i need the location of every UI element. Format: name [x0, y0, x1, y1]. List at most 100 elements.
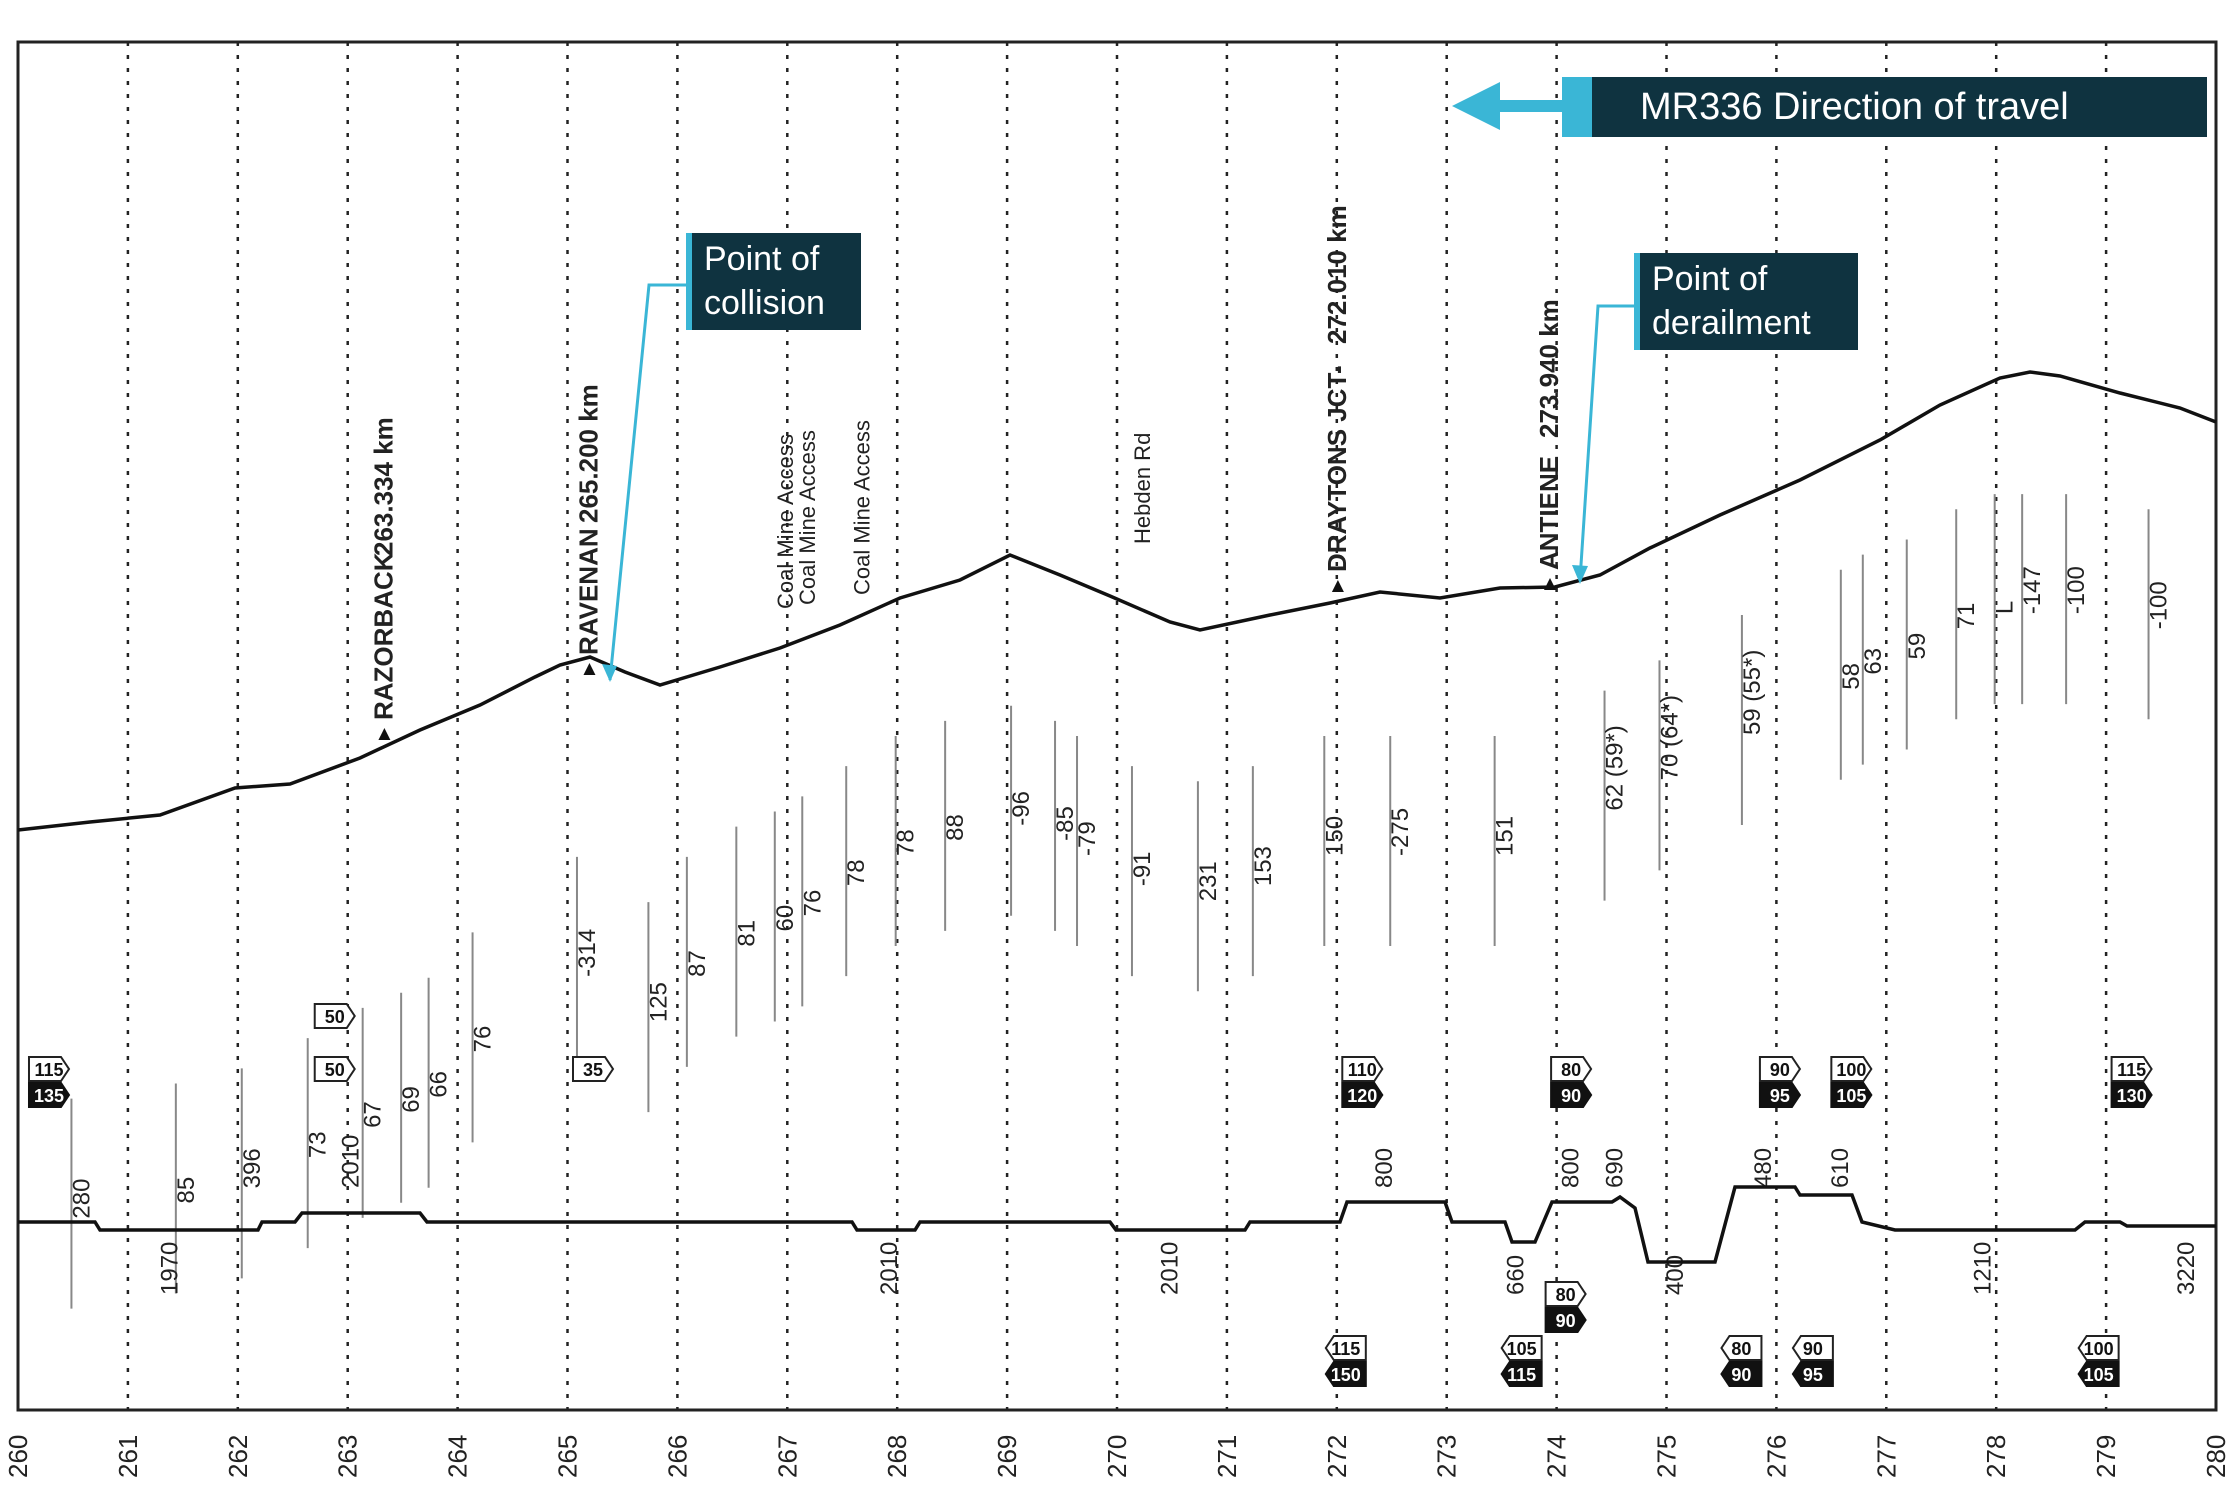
direction-of-travel-text: MR336 Direction of travel	[1640, 86, 2069, 128]
speed-board-value: 100	[2084, 1339, 2114, 1359]
station-km-label: 265.200 km	[573, 384, 603, 523]
km-tick-label: 278	[1981, 1435, 2011, 1478]
gradient-label: 76	[470, 1026, 497, 1053]
gradient-label: 60	[772, 905, 799, 932]
gradient-label: -96	[1008, 791, 1035, 826]
station-marker-icon	[1544, 578, 1557, 590]
gradient-label: 76	[799, 890, 826, 917]
km-tick-label: 269	[992, 1435, 1022, 1478]
collision-pointer-arrowhead	[602, 664, 617, 682]
gradient-label: 58	[1838, 663, 1865, 690]
gradient-label: -147	[2019, 566, 2046, 614]
curve-radius-label: 1970	[156, 1242, 183, 1295]
speed-board-value: 150	[1331, 1365, 1361, 1385]
gradient-label: 66	[426, 1071, 453, 1098]
curve-radius-label: 3220	[2173, 1242, 2200, 1295]
speed-board-value: 50	[325, 1007, 345, 1027]
speed-board-value: 115	[2117, 1060, 2146, 1080]
gradient-label: 81	[733, 920, 760, 947]
station-marker-icon	[378, 728, 391, 740]
speed-board-value: 130	[2117, 1086, 2147, 1106]
gradient-label: 125	[645, 982, 672, 1022]
speed-board-value: 95	[1770, 1086, 1790, 1106]
curve-radius-label: 800	[1558, 1148, 1585, 1188]
station-name: RAVENAN	[573, 528, 603, 655]
speed-board-value: 90	[1556, 1311, 1576, 1331]
gradient-label: 396	[239, 1148, 266, 1188]
speed-board-upper	[27, 1056, 71, 1082]
station-km-label: 263.334 km	[368, 417, 398, 556]
derail-pointer-arrowhead	[1572, 565, 1588, 584]
curvature-line	[18, 1185, 2216, 1264]
km-tick-label: 266	[662, 1435, 692, 1478]
feature-label: Coal Mine Access	[795, 430, 820, 605]
station-name: DRAYTONS JCT-	[1322, 365, 1352, 572]
km-tick-label: 276	[1761, 1435, 1791, 1478]
speed-board-value: 95	[1803, 1365, 1823, 1385]
speed-board-upper	[2110, 1056, 2153, 1082]
speed-board-value: 135	[34, 1086, 64, 1106]
speed-board-upper	[1544, 1281, 1587, 1307]
speed-board-lower	[1758, 1082, 1802, 1108]
gradient-label: 153	[1250, 846, 1277, 886]
speed-board-lower	[1341, 1082, 1384, 1108]
gradient-label: 69	[398, 1086, 425, 1113]
km-tick-label: 273	[1432, 1435, 1462, 1478]
curve-radius-label: 610	[1827, 1148, 1854, 1188]
station-marker-icon	[583, 663, 596, 675]
speed-board-lower	[27, 1082, 71, 1108]
speed-board-upper	[1550, 1056, 1593, 1082]
km-tick-label: 264	[443, 1435, 473, 1478]
elevation-profile-line	[17, 370, 2217, 832]
km-tick-label: 272	[1322, 1435, 1352, 1478]
speed-board-upper	[1758, 1056, 1802, 1082]
speed-board-lower	[1324, 1361, 1367, 1387]
speed-board-upper-group: 50	[313, 1003, 356, 1029]
speed-board-value: 35	[583, 1060, 603, 1080]
feature-label: Coal Mine Access	[850, 420, 875, 595]
speed-board-lower	[1830, 1082, 1873, 1108]
gradient-label: 73	[305, 1131, 332, 1158]
derail-pointer-line	[1578, 304, 1634, 581]
gradient-label: -91	[1129, 851, 1156, 886]
gradient-label: 87	[684, 950, 711, 977]
speed-board-upper	[1341, 1056, 1384, 1082]
gradient-label: 62 (59*)	[1602, 725, 1629, 810]
km-tick-label: 261	[113, 1435, 143, 1478]
point-of-derailment-callout: Point of derailment	[1634, 253, 1858, 350]
station-km-label: 273.940 km	[1534, 299, 1564, 438]
speed-board-upper	[571, 1056, 615, 1082]
feature-label: Hebden Rd	[1130, 433, 1155, 544]
km-tick-label: 262	[223, 1435, 253, 1478]
derail-callout-line1: Point of	[1652, 260, 1768, 298]
collision-callout-line1: Point of	[704, 240, 820, 278]
gradient-label: -79	[1074, 821, 1101, 856]
km-tick-label: 268	[882, 1435, 912, 1478]
gradient-label: 59	[1904, 633, 1931, 660]
station-km-label: 272.010 km	[1322, 205, 1352, 344]
speed-board-lower	[1550, 1082, 1593, 1108]
diagram-frame	[16, 40, 2218, 1412]
speed-board-lower	[2110, 1082, 2153, 1108]
speed-board-upper	[313, 1003, 356, 1029]
km-tick-label: 263	[333, 1435, 363, 1478]
direction-arrow-icon	[1452, 82, 1562, 130]
gradient-label: -100	[2063, 566, 2090, 614]
km-tick-label: 270	[1102, 1435, 1132, 1478]
speed-board-value: 115	[34, 1060, 63, 1080]
speed-board-upper	[1720, 1335, 1763, 1361]
feature-label: Coal Mine Access	[773, 434, 798, 609]
speed-board-lower	[2077, 1361, 2120, 1387]
speed-board-upper-group: 50	[313, 1056, 356, 1082]
speed-board-value: 115	[1507, 1365, 1536, 1385]
speed-board-lower	[1720, 1361, 1763, 1387]
gradient-label: 231	[1195, 861, 1222, 901]
